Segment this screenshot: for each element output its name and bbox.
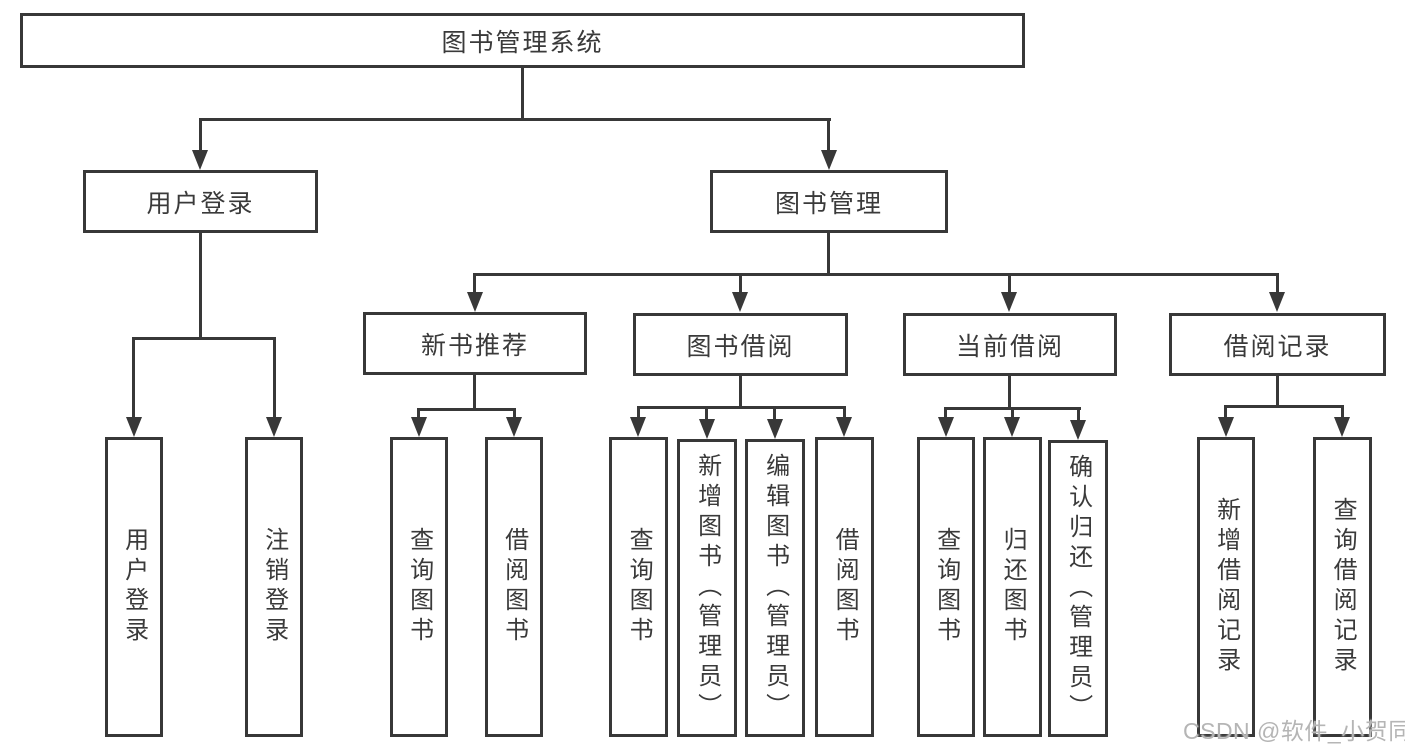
connector-line xyxy=(199,118,831,121)
connector-line xyxy=(199,118,202,152)
connector-line xyxy=(1276,376,1279,407)
arrowhead-down-icon xyxy=(1070,420,1086,440)
connector-line xyxy=(739,376,742,408)
node-leaf-query-books-borrowing: 查询图书 xyxy=(609,437,668,737)
node-label: 查询图书 xyxy=(405,527,433,647)
node-label: 查询图书 xyxy=(932,527,960,647)
node-label: 图书管理系统 xyxy=(441,28,604,57)
node-leaf-user-login: 用户登录 xyxy=(105,437,163,737)
arrowhead-down-icon xyxy=(836,417,852,437)
node-library-management-system: 图书管理系统 xyxy=(20,13,1025,68)
connector-line xyxy=(827,118,830,152)
connector-line xyxy=(843,406,846,419)
arrowhead-down-icon xyxy=(699,419,715,439)
node-leaf-return-books: 归还图书 xyxy=(983,437,1042,737)
node-leaf-borrow-books: 借阅图书 xyxy=(815,437,874,737)
arrowhead-down-icon xyxy=(467,292,483,312)
node-label: 确认归还（管理员） xyxy=(1064,453,1092,724)
connector-line xyxy=(705,406,708,420)
arrowhead-down-icon xyxy=(1334,417,1350,437)
node-new-book-recommend: 新书推荐 xyxy=(363,312,587,375)
arrowhead-down-icon xyxy=(192,150,208,170)
node-leaf-confirm-return-admin: 确认归还（管理员） xyxy=(1048,440,1108,737)
connector-line xyxy=(944,407,947,419)
node-label: 新增图书（管理员） xyxy=(693,453,721,723)
connector-line xyxy=(637,406,846,409)
connector-line xyxy=(1008,273,1011,294)
node-user-login: 用户登录 xyxy=(83,170,318,233)
connector-line xyxy=(473,273,1279,276)
node-label: 归还图书 xyxy=(999,527,1027,647)
arrowhead-down-icon xyxy=(767,419,783,439)
arrowhead-down-icon xyxy=(1004,417,1020,437)
connector-line xyxy=(521,68,524,120)
arrowhead-down-icon xyxy=(1218,417,1234,437)
node-current-borrowing: 当前借阅 xyxy=(903,313,1117,376)
connector-line xyxy=(1276,273,1279,294)
node-label: 当前借阅 xyxy=(955,332,1064,361)
connector-line xyxy=(827,233,830,275)
connector-line xyxy=(1011,407,1014,419)
arrowhead-down-icon xyxy=(266,417,282,437)
node-label: 图书借阅 xyxy=(686,332,795,361)
node-label: 用户登录 xyxy=(120,527,148,647)
node-leaf-borrow-books-recommend: 借阅图书 xyxy=(485,437,543,737)
connector-line xyxy=(773,406,776,420)
connector-line xyxy=(473,273,476,294)
watermark-text: CSDN @软件_小贺同学 xyxy=(1183,718,1405,744)
node-label: 借阅记录 xyxy=(1223,332,1332,361)
node-label: 注销登录 xyxy=(260,527,288,647)
node-leaf-query-books-current: 查询图书 xyxy=(917,437,975,737)
arrowhead-down-icon xyxy=(506,417,522,437)
arrowhead-down-icon xyxy=(126,417,142,437)
node-book-management: 图书管理 xyxy=(710,170,948,233)
connector-line xyxy=(473,375,476,410)
connector-line xyxy=(513,408,516,419)
node-label: 图书管理 xyxy=(774,189,883,218)
connector-line xyxy=(417,408,420,419)
arrowhead-down-icon xyxy=(1001,292,1017,312)
node-leaf-add-books-admin: 新增图书（管理员） xyxy=(677,439,737,737)
node-label: 编辑图书（管理员） xyxy=(761,453,789,723)
connector-line xyxy=(1077,407,1080,421)
node-label: 新增借阅记录 xyxy=(1212,497,1240,677)
node-label: 借阅图书 xyxy=(500,527,528,647)
node-label: 查询图书 xyxy=(625,527,653,647)
connector-line xyxy=(637,406,640,419)
connector-line xyxy=(273,337,276,418)
node-label: 新书推荐 xyxy=(420,331,529,360)
node-leaf-logout: 注销登录 xyxy=(245,437,303,737)
arrowhead-down-icon xyxy=(732,292,748,312)
node-leaf-edit-books-admin: 编辑图书（管理员） xyxy=(745,439,805,737)
connector-line xyxy=(1224,405,1227,418)
node-label: 用户登录 xyxy=(146,189,255,218)
connector-line xyxy=(199,233,202,337)
arrowhead-down-icon xyxy=(938,417,954,437)
node-label: 借阅图书 xyxy=(831,527,859,647)
connector-line xyxy=(132,337,276,340)
connector-line xyxy=(1341,405,1344,418)
node-label: 查询借阅记录 xyxy=(1329,497,1357,677)
node-leaf-query-books-recommend: 查询图书 xyxy=(390,437,448,737)
node-book-borrowing: 图书借阅 xyxy=(633,313,848,376)
connector-line xyxy=(1008,376,1011,409)
arrowhead-down-icon xyxy=(630,417,646,437)
connector-line xyxy=(417,408,516,411)
connector-line xyxy=(132,337,135,418)
arrowhead-down-icon xyxy=(1269,292,1285,312)
connector-line xyxy=(739,273,742,294)
node-leaf-add-borrow-record: 新增借阅记录 xyxy=(1197,437,1255,737)
arrowhead-down-icon xyxy=(411,417,427,437)
connector-line xyxy=(1224,405,1344,408)
arrowhead-down-icon xyxy=(821,150,837,170)
node-leaf-query-borrow-record: 查询借阅记录 xyxy=(1313,437,1372,737)
node-borrowing-records: 借阅记录 xyxy=(1169,313,1386,376)
